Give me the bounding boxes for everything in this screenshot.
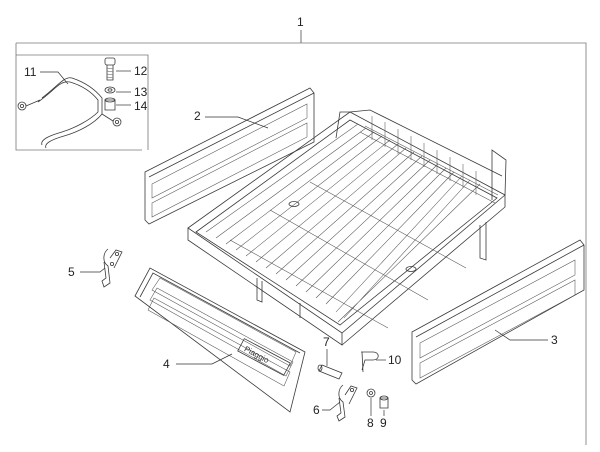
latch-left bbox=[101, 248, 123, 288]
callout-1: 1 bbox=[297, 15, 304, 29]
callout-6: 6 bbox=[313, 403, 320, 417]
callout-7: 7 bbox=[323, 335, 330, 349]
callout-4: 4 bbox=[163, 357, 170, 371]
callout-12: 12 bbox=[134, 64, 148, 78]
callout-10: 10 bbox=[388, 353, 402, 367]
nut-small bbox=[379, 395, 389, 409]
cargo-bed bbox=[187, 109, 507, 346]
side-board-right bbox=[411, 239, 585, 385]
callout-13: 13 bbox=[134, 85, 148, 99]
nut bbox=[104, 97, 116, 111]
washer-small bbox=[366, 388, 376, 398]
callout-2: 2 bbox=[194, 109, 201, 123]
callout-5: 5 bbox=[68, 265, 75, 279]
spring-clip bbox=[361, 351, 379, 373]
bolt bbox=[104, 57, 116, 81]
callout-11: 11 bbox=[24, 65, 37, 79]
callout-9: 9 bbox=[380, 416, 387, 430]
callout-14: 14 bbox=[134, 99, 148, 113]
callout-3: 3 bbox=[551, 333, 558, 347]
leader-lines bbox=[40, 70, 548, 416]
ground-cable bbox=[17, 77, 122, 149]
tailgate: Piaggio bbox=[134, 267, 306, 413]
latch-right bbox=[336, 384, 358, 422]
callout-8: 8 bbox=[367, 416, 374, 430]
side-board-left bbox=[144, 87, 315, 225]
kit-detail-box bbox=[16, 54, 149, 150]
washer bbox=[104, 86, 116, 94]
assembly-bracket bbox=[15, 30, 587, 445]
hinge-pin bbox=[317, 364, 343, 380]
